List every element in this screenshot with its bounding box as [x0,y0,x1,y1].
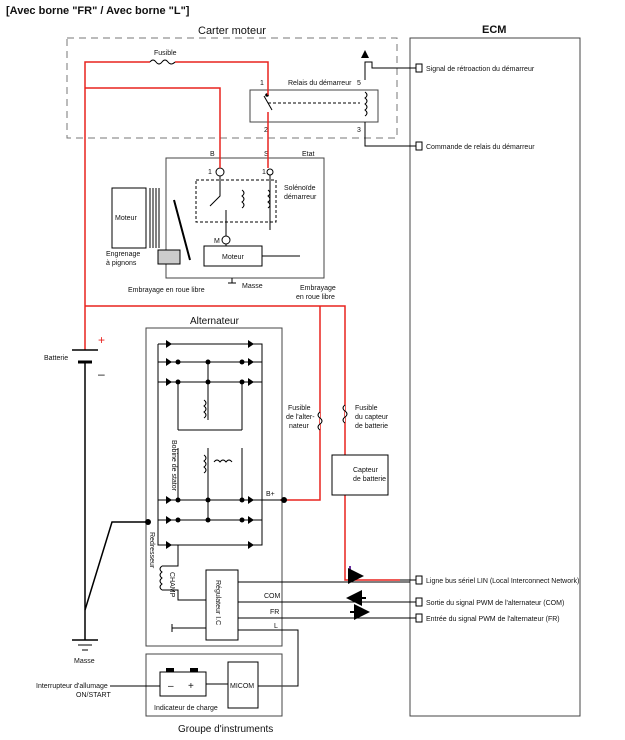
ecm-label: ECM [482,24,506,36]
capteur-label-2: de batterie [353,476,386,483]
relay-pin-5: 5 [357,80,361,87]
ignition-label-1: Interrupteur d'allumage [36,683,108,690]
carter-moteur-box [66,37,398,139]
battery-label: Batterie [44,355,68,362]
stator-coil-upper [203,399,207,419]
motor-box-label: Moteur [222,254,244,261]
stator-coil-lower [203,454,207,474]
terminal-b [215,167,225,177]
cluster-label: Groupe d'instruments [178,724,273,735]
ecm-wires [364,61,416,619]
fuse-alt-label-3: nateur [289,423,310,430]
ecm-signal-2: Ligne bus sériel LIN (Local Interconnect… [426,578,579,585]
motor-left-label: Moteur [115,215,137,222]
rectifier-network [157,343,263,546]
embrayage-right-label-2: en roue libre [296,294,335,301]
lin-arrow [348,566,364,584]
ecm-signal-4: Entrée du signal PWM de l'alternateur (F… [426,616,560,623]
label-etat: Etat [302,151,315,158]
terminal-s [266,168,274,176]
ecm-signal-3: Sortie du signal PWM de l'alternateur (C… [426,600,564,607]
battery-plus: + [98,333,105,347]
alternateur-box [145,327,283,647]
pinion-gear [157,249,181,265]
indicator-minus: – [168,681,174,692]
ecm-connectors [415,63,423,623]
champ-label: CHAMP [168,572,175,598]
rectifier-label: Redresseur [148,532,155,569]
label-m: M [214,238,220,245]
engrenage-label-1: Engrenage [106,251,140,258]
bplus-label: B+ [266,491,275,498]
starter-wires [209,175,300,257]
fuse-main [149,59,176,65]
micom-box [227,661,259,709]
rectifier-nodes [145,359,287,525]
l-label: L [274,623,278,630]
masse-bottom-label: Masse [74,658,95,665]
indicator-plus: + [188,681,194,692]
fuse-main-label: Fusible [154,50,177,57]
fuse-capteur [342,404,348,424]
terminal-m [221,235,231,245]
regulator-label: Régulateur I.C [214,580,221,625]
field-coil [159,565,163,591]
solenoid-dashed [195,179,277,223]
relay-feedback-arrow [361,50,369,58]
starter-box [165,157,325,279]
fuse-alternateur [317,411,323,431]
relay-label: Relais du démarreur [288,80,352,87]
regulator-box [205,569,239,641]
charge-indicator [159,671,207,697]
motor-left-box [111,187,147,249]
relay-pin-1: 1 [260,80,264,87]
carter-moteur-label: Carter moteur [198,25,266,37]
armature-teeth [149,188,160,248]
ecm-signal-0: Signal de rétroaction du démarreur [426,66,535,73]
ignition-label-2: ON/START [76,692,111,699]
stator-coil-right [213,459,233,463]
label-b: B [210,151,215,158]
relay-box [249,89,379,123]
micom-label: MICOM [230,683,254,690]
ecm-signal-1: Commande de relais du démarreur [426,144,535,151]
sol-pin-1: 1 [208,169,212,176]
battery-ground-wire [72,362,98,641]
sol-pin-1b: 1 [262,169,266,176]
diodes [166,340,254,549]
relay-coil [364,91,368,117]
embrayage-label: Embrayage en roue libre [128,287,205,294]
alt-ground-wire [84,521,148,611]
label-s: S [264,151,269,158]
ecm-box [409,37,581,717]
solenoid-coil-1 [241,189,245,209]
cluster-box [145,653,283,717]
shift-lever [173,199,191,261]
relay-pin-3: 3 [357,127,361,134]
solenoid-label-2: démarreur [284,194,317,201]
fuse-cap-label-1: Fusible [355,405,378,412]
alternateur-label: Alternateur [190,316,240,327]
solenoid-label-1: Solénoïde [284,185,316,192]
capteur-box [331,454,389,496]
diagram-title: [Avec borne "FR" / Avec borne "L"] [6,5,190,17]
battery-minus: – [98,367,105,381]
engrenage-label-2: à pignons [106,260,137,267]
capteur-label-1: Capteur [353,467,379,474]
fuse-cap-label-2: du capteur [355,414,389,421]
relay-switch [263,95,273,111]
fuse-alt-label-2: de l'alter- [286,414,315,421]
fuse-cap-label-3: de batterie [355,423,388,430]
stator-label: Bobine de stator [170,440,177,492]
indicator-label: Indicateur de charge [154,705,218,712]
com-label: COM [264,593,281,600]
fuse-alt-label-1: Fusible [288,405,311,412]
masse-top-label: Masse [242,283,263,290]
embrayage-right-label-1: Embrayage [300,285,336,292]
relay-pin-2: 2 [264,127,268,134]
fr-label: FR [270,609,279,616]
signal-wires [238,581,410,687]
